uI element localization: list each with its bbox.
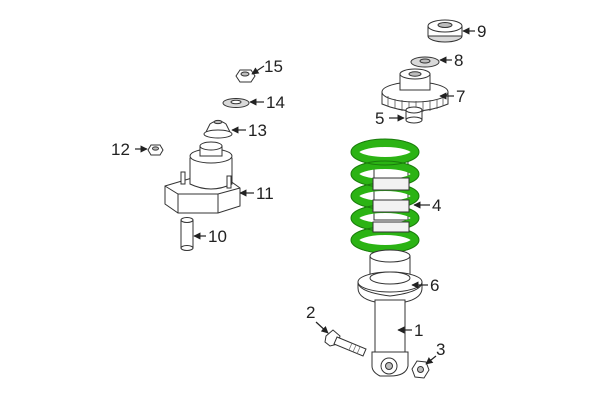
callout-label-11: 11 <box>256 184 274 203</box>
callout-label-2: 2 <box>306 303 315 322</box>
callout-3: 3 <box>425 340 445 365</box>
callout-label-8: 8 <box>454 51 463 70</box>
part-11-mount-bracket <box>164 141 241 214</box>
callout-label-13: 13 <box>248 121 267 140</box>
part-5-bushing <box>405 106 423 124</box>
callout-12: 12 <box>111 140 148 159</box>
callout-8: 8 <box>439 51 463 70</box>
callout-label-4: 4 <box>432 196 441 215</box>
callout-2: 2 <box>306 303 329 334</box>
part-10-sleeve <box>180 217 194 251</box>
callout-label-1: 1 <box>414 321 423 340</box>
part-2-bolt <box>324 329 367 357</box>
callout-label-5: 5 <box>375 109 384 128</box>
callout-label-14: 14 <box>266 93 285 112</box>
callout-label-10: 10 <box>208 227 227 246</box>
callout-label-15: 15 <box>264 57 283 76</box>
callout-14: 14 <box>249 93 285 112</box>
callout-11: 11 <box>239 184 274 203</box>
part-4-coil-spring <box>350 138 420 254</box>
part-14-washer <box>222 98 250 108</box>
part-13-insulator <box>203 119 233 139</box>
part-6-lower-spring-seat <box>357 249 423 305</box>
part-1-shock-body <box>371 299 409 377</box>
callout-5: 5 <box>375 109 405 128</box>
callout-label-6: 6 <box>430 276 439 295</box>
part-12-nut <box>147 144 164 156</box>
part-7-upper-spring-seat <box>381 68 449 112</box>
callout-10: 10 <box>193 227 227 246</box>
part-8-washer <box>410 56 440 68</box>
callout-label-3: 3 <box>436 340 445 359</box>
callout-6: 6 <box>411 276 439 295</box>
callout-9: 9 <box>462 22 486 41</box>
callout-15: 15 <box>251 57 283 76</box>
callout-7: 7 <box>439 87 465 106</box>
callout-13: 13 <box>231 121 267 140</box>
callout-label-9: 9 <box>477 22 486 41</box>
callout-4: 4 <box>413 196 441 215</box>
callout-label-12: 12 <box>111 140 130 159</box>
part-15-nut <box>235 69 256 83</box>
callout-1: 1 <box>397 321 423 340</box>
callout-label-7: 7 <box>456 87 465 106</box>
part-9-bumper-cap <box>427 19 463 43</box>
part-3-nut <box>411 360 430 379</box>
